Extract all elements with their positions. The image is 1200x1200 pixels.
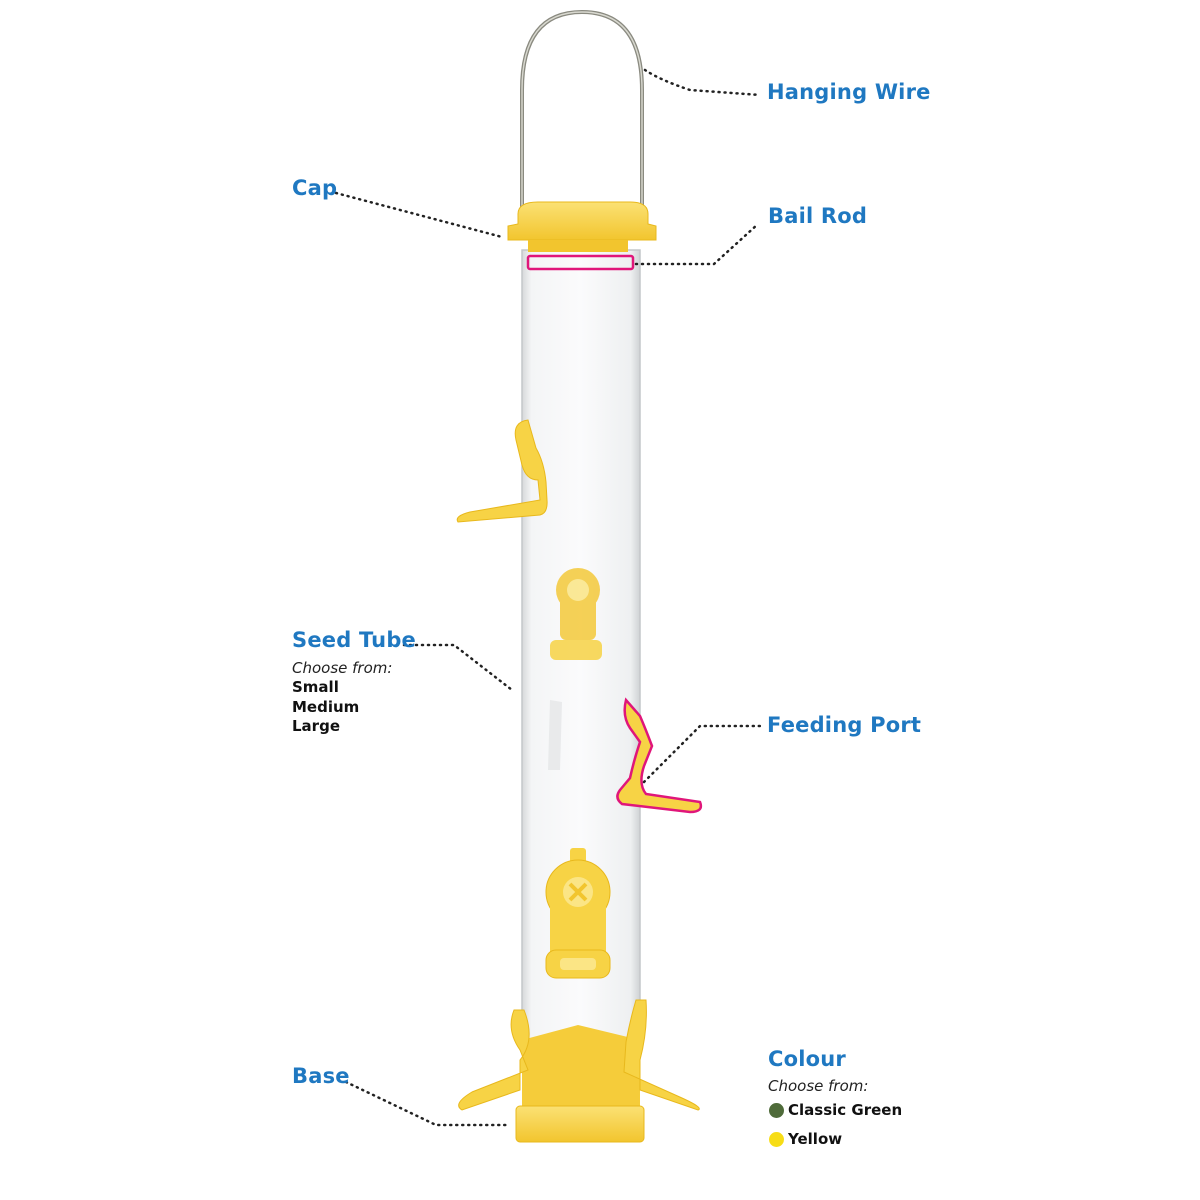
colour-option-yellow: Yellow	[788, 1130, 843, 1148]
green-swatch-icon	[769, 1103, 784, 1118]
upper-left-perch	[456, 419, 548, 523]
bail-rod-label: Bail Rod	[768, 204, 868, 228]
colour-hint: Choose from:	[768, 1077, 869, 1095]
middle-feeding-port	[550, 568, 602, 660]
size-option-medium: Medium	[292, 698, 360, 716]
seed-tube-label: Seed Tube	[292, 628, 416, 652]
size-option-small: Small	[292, 678, 339, 696]
seed-tube-hint: Choose from:	[292, 659, 393, 677]
base	[458, 999, 700, 1143]
yellow-swatch-icon	[769, 1132, 784, 1147]
size-option-large: Large	[292, 717, 340, 735]
colour-title: Colour	[768, 1047, 846, 1071]
cap	[507, 201, 657, 241]
lower-feeding-port	[545, 848, 611, 979]
leader-lines	[334, 68, 762, 1127]
right-perch	[616, 697, 703, 814]
colour-option-green: Classic Green	[788, 1101, 903, 1119]
bail-rod-highlight	[526, 254, 635, 271]
cap-label: Cap	[292, 176, 338, 200]
hanging-wire-label: Hanging Wire	[767, 80, 931, 104]
feeding-port-label: Feeding Port	[767, 713, 922, 737]
base-label: Base	[292, 1064, 350, 1088]
